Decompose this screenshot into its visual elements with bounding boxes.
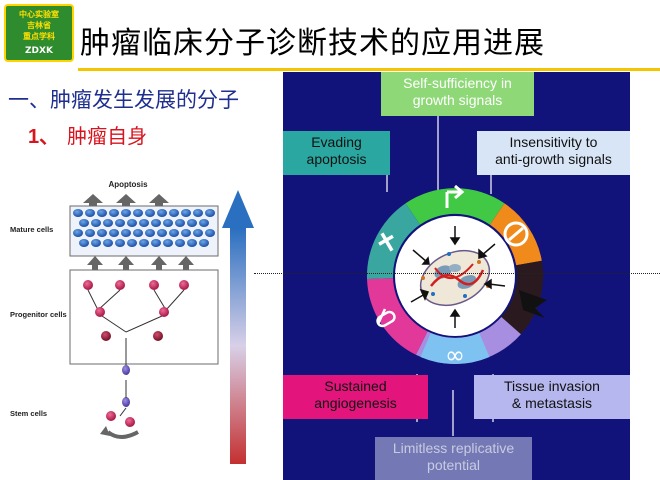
ring-segment-replicative [420, 333, 490, 365]
stem-cells-label: Stem cells [10, 409, 47, 418]
label-insensitivity-line2: anti-growth signals [495, 151, 612, 167]
blood-vessel-icon [376, 308, 396, 328]
label-evading-apoptosis: Evading apoptosis [283, 131, 390, 175]
logo-line-1: 中心实验室 [19, 10, 59, 19]
stem-cells [106, 365, 135, 427]
logo-line-4: ZDXK [25, 46, 53, 56]
no-entry-icon [503, 221, 529, 247]
label-tissue-invasion-line1: Tissue invasion [504, 378, 600, 394]
growth-signal-arrow-icon [445, 184, 465, 208]
label-evading-apoptosis-line2: apoptosis [306, 151, 367, 167]
subsection-heading: 1、肿瘤自身 [28, 120, 147, 149]
progenitor-up-arrow-2 [118, 256, 134, 271]
label-angiogenesis-line1: Sustained [324, 378, 387, 394]
ring-segment-apoptosis [366, 203, 421, 279]
label-insensitivity-line1: Insensitivity to [509, 134, 598, 150]
mature-cells [73, 209, 215, 247]
label-angiogenesis-line2: angiogenesis [314, 395, 397, 411]
label-self-sufficiency: Self-sufficiency in growth signals [381, 72, 534, 116]
label-tissue-invasion: Tissue invasion & metastasis [474, 375, 630, 419]
inward-arrows [410, 226, 506, 328]
infinity-icon: ∞ [445, 341, 465, 369]
subsection-text: 肿瘤自身 [67, 124, 148, 148]
dotted-guide-line [254, 273, 660, 274]
label-evading-apoptosis-line1: Evading [311, 134, 362, 150]
slide-title: 肿瘤临床分子诊断技术的应用进展 [80, 26, 545, 61]
tumor-cell-contents [421, 252, 490, 298]
label-self-sufficiency-line2: growth signals [412, 92, 503, 108]
section-heading: 一、肿瘤发生发展的分子 [8, 88, 239, 112]
apoptosis-caption: Apoptosis [108, 180, 148, 189]
label-self-sufficiency-line1: Self-sufficiency in [403, 75, 512, 91]
label-limitless-replicative-line2: potential [427, 457, 480, 473]
differentiation-arrowhead [222, 190, 254, 228]
progenitor-lineage-lines [87, 289, 185, 370]
progenitor-up-arrow-1 [87, 256, 103, 271]
label-tissue-invasion-line2: & metastasis [511, 395, 593, 411]
ring-segment-angiogenesis [367, 278, 428, 355]
apoptosis-arrow-right [149, 194, 169, 208]
progenitor-cells-box [69, 269, 219, 365]
stem-lineage-lines [119, 380, 127, 417]
label-limitless-replicative: Limitless replicative potential [375, 437, 532, 480]
progenitor-up-arrow-3 [151, 256, 167, 271]
differentiation-gradient-bar [230, 228, 246, 464]
label-angiogenesis: Sustained angiogenesis [283, 375, 428, 419]
subsection-number: 1、 [28, 126, 60, 148]
progenitor-cells [83, 280, 189, 341]
mature-cells-label: Mature cells [10, 225, 53, 234]
hallmarks-wheel: ∞ [366, 116, 547, 436]
self-renewal-arrowhead [100, 426, 110, 436]
label-insensitivity: Insensitivity to anti-growth signals [477, 131, 630, 175]
self-renewal-arrow [106, 430, 139, 439]
label-limitless-replicative-line1: Limitless replicative [392, 440, 515, 456]
progenitor-cells-label: Progenitor cells [10, 310, 67, 319]
title-underline [78, 68, 660, 71]
apoptosis-arrow-left [83, 194, 103, 208]
logo-line-3: 重点学科 [23, 32, 55, 41]
apoptosis-cross-icon [378, 232, 394, 252]
ring-segment-self-sufficiency [405, 188, 505, 225]
logo-line-2: 吉林省 [27, 21, 51, 30]
progenitor-up-arrow-4 [178, 256, 194, 271]
zdxk-logo: 中心实验室 吉林省 重点学科 ZDXK [4, 4, 74, 62]
invasion-spike-icon [519, 290, 547, 318]
stem-cell-hierarchy-diagram: Apoptosis Mature cells Progenitor cells … [10, 180, 254, 464]
apoptosis-arrow-center [116, 194, 136, 208]
